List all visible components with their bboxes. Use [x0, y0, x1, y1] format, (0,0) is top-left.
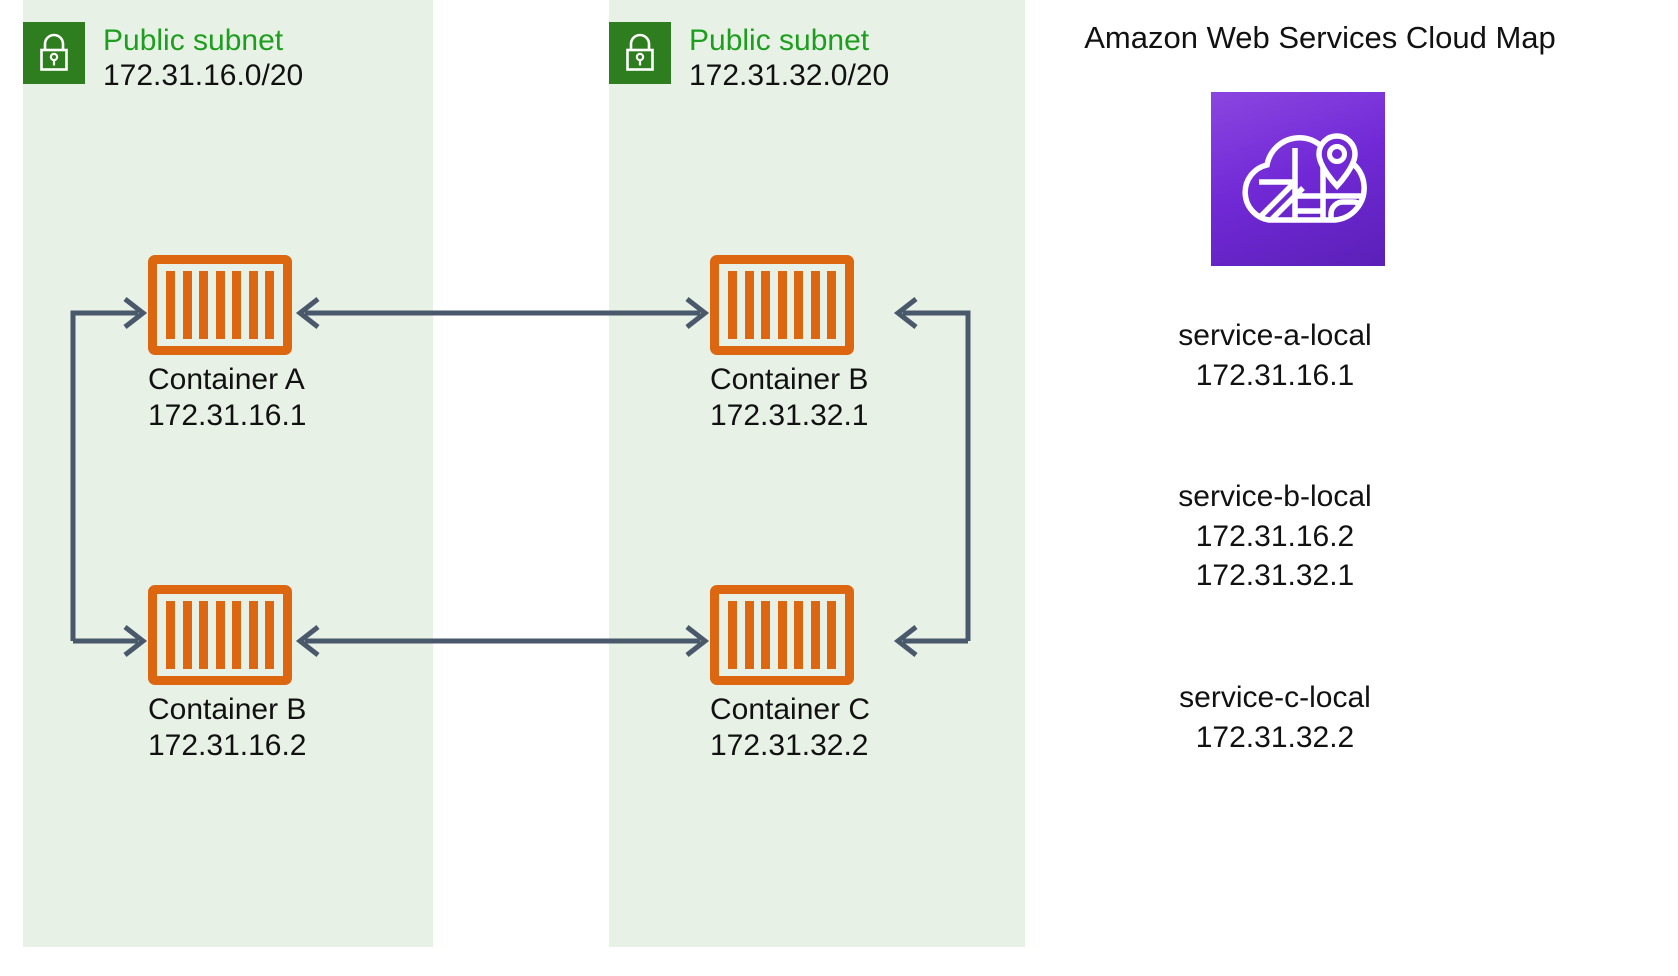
container-bar	[265, 601, 274, 669]
service-ip: 172.31.16.2 172.31.32.1	[1195, 519, 1355, 593]
container-node-container-b-right[interactable]: Container B 172.31.32.1	[710, 255, 869, 434]
container-bar	[215, 271, 225, 339]
container-bar	[265, 271, 274, 339]
aws-cloud-map-icon	[1211, 92, 1385, 266]
lock-icon	[23, 22, 85, 84]
service-ip: 172.31.32.2	[1195, 720, 1355, 754]
cloud-map-title: Amazon Web Services Cloud Map	[1084, 20, 1556, 55]
container-bar	[810, 601, 820, 669]
container-bar	[232, 601, 241, 669]
container-bar	[794, 601, 803, 669]
subnet-panel-left	[23, 0, 433, 947]
container-bar	[827, 271, 836, 339]
container-bar	[248, 601, 258, 669]
container-label: Container B	[710, 363, 869, 396]
subnet-cidr: 172.31.16.0/20	[103, 59, 304, 93]
container-ip: 172.31.32.2	[710, 729, 869, 762]
subnet-title: Public subnet	[103, 24, 284, 57]
service-name: service-b-local	[1178, 480, 1372, 513]
container-icon	[710, 585, 854, 685]
service-name: service-a-local	[1178, 319, 1372, 352]
subnet-header-left: Public subnet 172.31.16.0/20	[23, 22, 303, 94]
container-ip: 172.31.32.1	[710, 399, 869, 432]
container-bar	[199, 271, 208, 339]
container-label: Container B	[148, 693, 307, 726]
container-bar	[744, 271, 754, 339]
container-icon	[710, 255, 854, 355]
container-bar	[215, 601, 225, 669]
container-bar	[728, 271, 737, 339]
container-bar	[810, 271, 820, 339]
subnet-cidr: 172.31.32.0/20	[689, 59, 890, 93]
container-bar	[182, 601, 192, 669]
container-bar	[199, 601, 208, 669]
container-icon	[148, 585, 292, 685]
container-bar	[761, 601, 770, 669]
container-bar	[166, 271, 175, 339]
container-bar	[232, 271, 241, 339]
service-entry-service-c-local: service-c-local 172.31.32.2	[995, 678, 1555, 757]
container-label: Container A	[148, 363, 305, 396]
subnet-title: Public subnet	[689, 24, 870, 57]
container-bar	[777, 601, 787, 669]
service-entry-service-b-local: service-b-local 172.31.16.2 172.31.32.1	[995, 477, 1555, 596]
subnet-header-right: Public subnet 172.31.32.0/20	[609, 22, 889, 94]
service-ip: 172.31.16.1	[1195, 358, 1355, 392]
container-bar	[166, 601, 175, 669]
container-bar	[744, 601, 754, 669]
container-bar	[728, 601, 737, 669]
container-ip: 172.31.16.1	[148, 399, 307, 432]
container-node-container-b-left[interactable]: Container B 172.31.16.2	[148, 585, 307, 764]
container-bar	[761, 271, 770, 339]
container-node-container-c[interactable]: Container C 172.31.32.2	[710, 585, 871, 764]
container-bar	[827, 601, 836, 669]
container-bar	[248, 271, 258, 339]
service-entry-service-a-local: service-a-local 172.31.16.1	[995, 316, 1555, 395]
container-bar	[777, 271, 787, 339]
container-bar	[794, 271, 803, 339]
container-label: Container C	[710, 693, 871, 726]
service-name: service-c-local	[1179, 681, 1371, 714]
container-node-container-a[interactable]: Container A 172.31.16.1	[148, 255, 307, 434]
container-bar	[182, 271, 192, 339]
container-ip: 172.31.16.2	[148, 729, 307, 762]
container-icon	[148, 255, 292, 355]
cloud-map-panel: Amazon Web Services Cloud Map	[1040, 0, 1600, 976]
lock-icon	[609, 22, 671, 84]
subnet-panel-right	[609, 0, 1025, 947]
